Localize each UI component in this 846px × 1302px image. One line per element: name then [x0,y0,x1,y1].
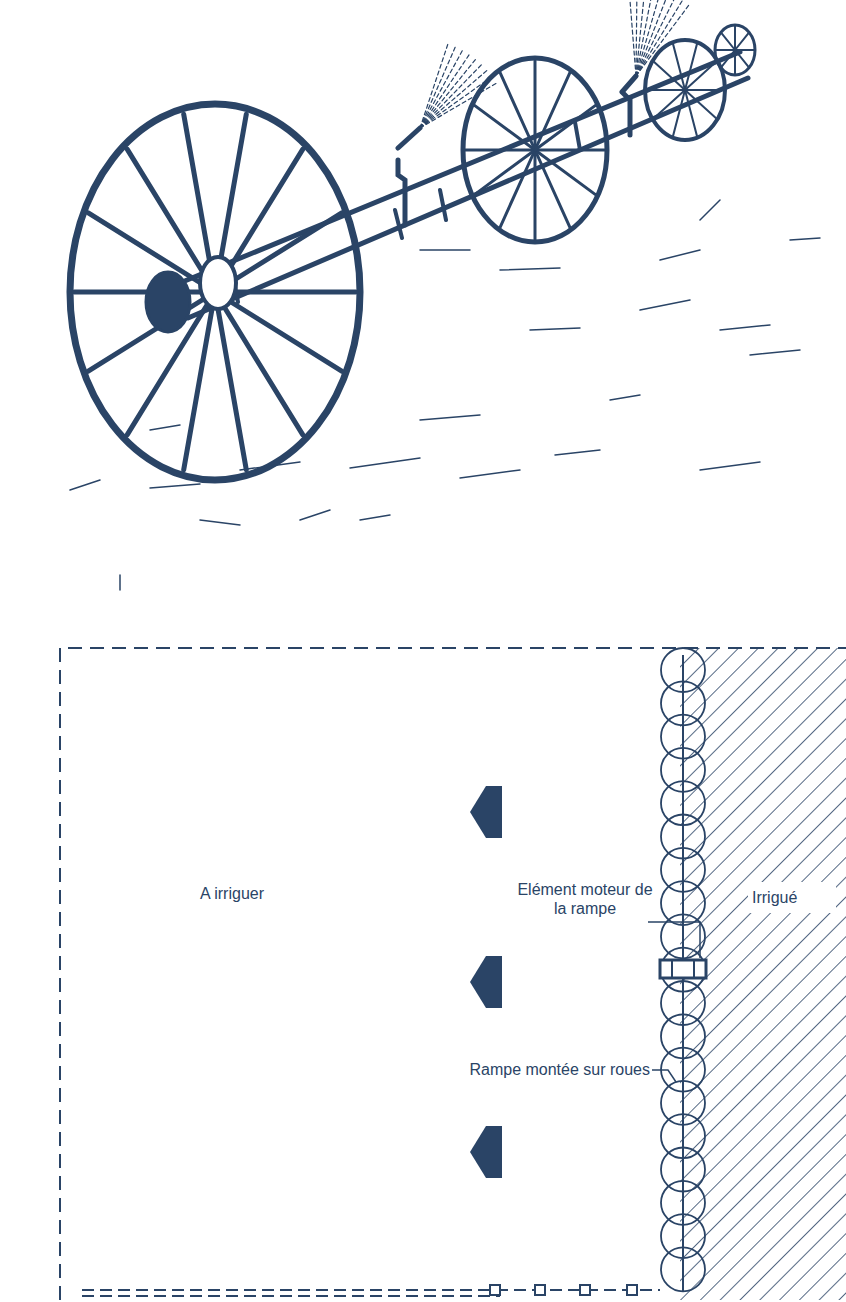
spray-stroke [420,83,498,128]
label: A irriguer [200,884,320,903]
wheel-spoke [721,33,735,50]
wheel-spoke [716,49,735,51]
wheel-spoke [735,33,749,50]
field-boundary [60,648,846,1300]
sprinkler-riser [398,76,636,225]
wheel-spoke [74,290,215,295]
wheel-rim [715,25,755,75]
wheel-rim [645,40,725,140]
wheel-spoke [534,150,537,239]
wheel-spoke [465,149,535,152]
spray-stroke [420,43,448,128]
direction-arrows [470,786,502,1178]
wheel-spoke [535,105,595,150]
supply-line [82,1290,660,1296]
label: Irrigué [748,882,836,913]
label: Rampe montée sur roues [340,1060,650,1079]
wheel-spoke [500,73,535,150]
drive-unit [660,960,706,978]
grass-stroke [70,200,820,590]
lateral-pipe [175,52,748,318]
wheel-line-plan [661,648,705,1291]
wheel-spoke [685,61,716,90]
spray-stroke [420,49,463,128]
wheel-spoke [734,50,736,74]
wheel-spoke [685,44,697,90]
wheel-spoke [685,90,697,136]
wheel-spoke [535,149,605,152]
label: Elément moteur de la rampe [515,880,655,918]
spray-stroke [629,0,636,76]
hydrant [580,1285,590,1295]
hydrant [535,1285,545,1295]
wheel-spoke [534,61,537,150]
wheel-spoke [721,50,735,67]
leader-line [652,1070,676,1082]
wheel-spoke [535,150,570,227]
wheel-spoke [685,89,724,91]
wheel-spoke [673,44,685,90]
drive-unit-detail [693,960,695,978]
hydrant [490,1285,500,1295]
direction-arrow [470,786,502,838]
wheel-rim [463,58,607,242]
wheel-spoke [475,150,535,195]
wheel-spoke [654,90,685,119]
direction-arrow [470,1126,502,1178]
wheel-spoke [215,292,246,470]
drive-unit-detail [671,960,673,978]
spray-stroke [420,63,483,128]
hub-collar [200,257,236,309]
wheel-spoke [673,90,685,136]
wheel-spoke [646,89,685,91]
wheel-spoke [735,49,754,51]
spray-stroke [420,69,488,128]
hydrant [627,1285,637,1295]
spray-stroke [636,0,683,76]
wheel-line-machine [70,0,820,590]
leader-line [648,922,700,958]
direction-arrow [470,956,502,1008]
hydrant-row [490,1285,637,1295]
wheel-spoke [734,26,736,50]
hub [146,272,190,332]
wheel-spoke [215,292,342,371]
wheel-spoke [735,50,749,67]
wheel-rim [70,104,360,480]
